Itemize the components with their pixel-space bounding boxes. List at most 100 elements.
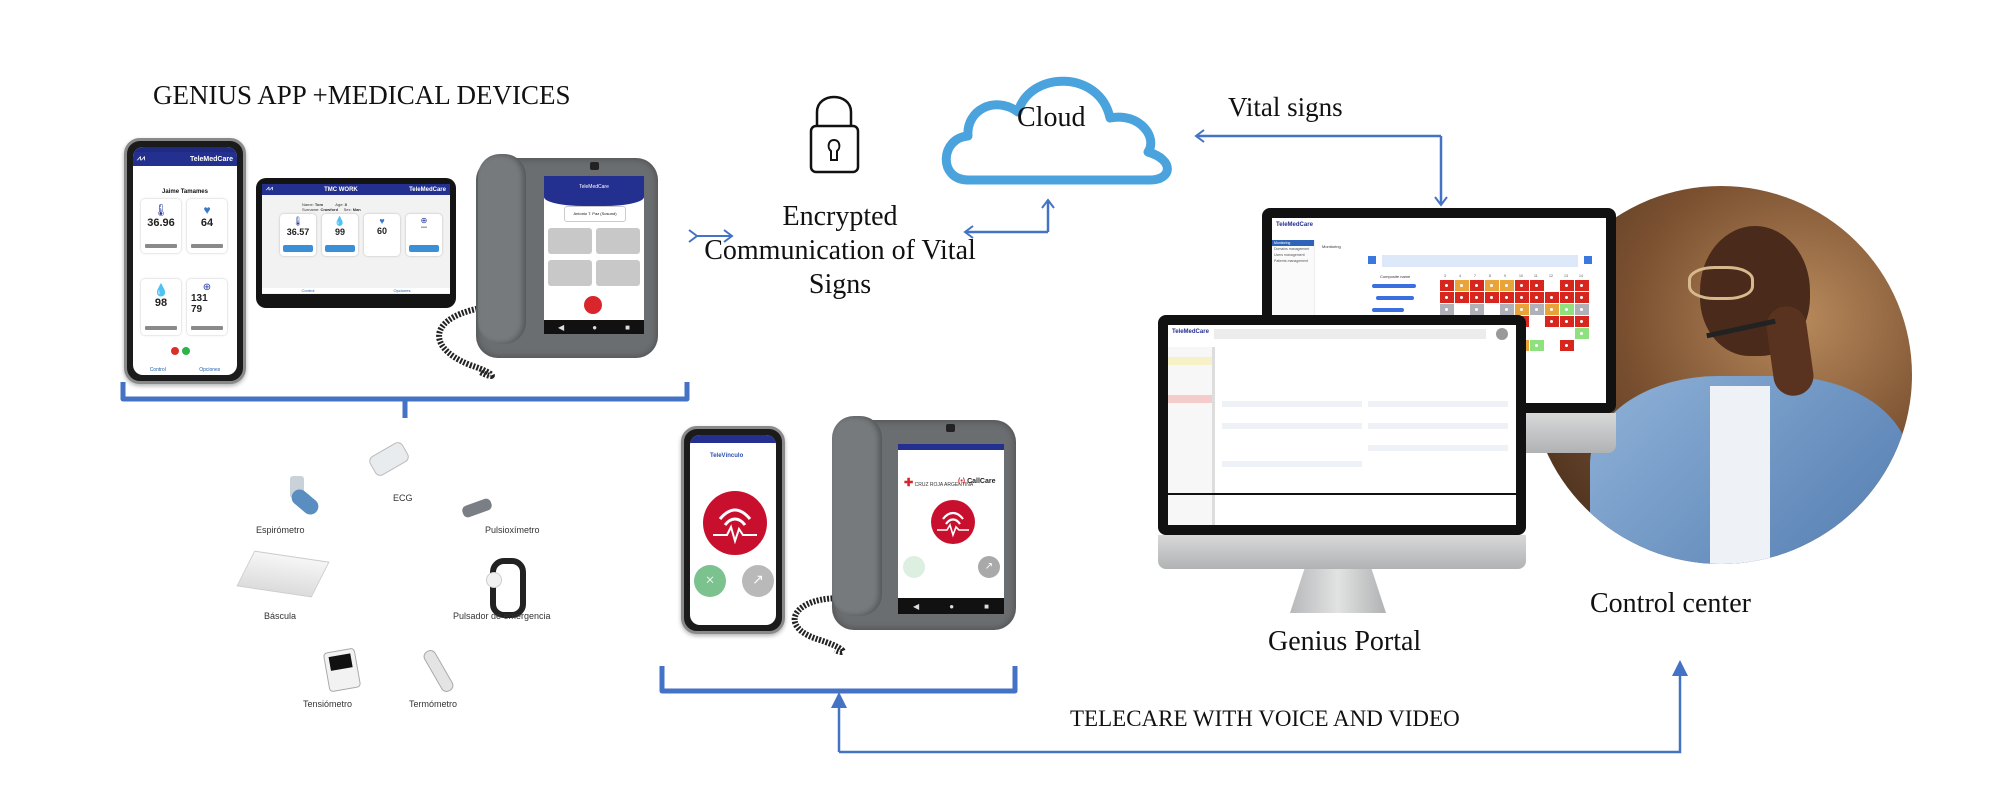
android-navbar: ◀●■ bbox=[898, 598, 1004, 614]
sidebar-item-users[interactable]: Users management bbox=[1274, 253, 1305, 257]
sidebar-item-monitoring[interactable]: Monitoring bbox=[1272, 240, 1314, 246]
grid-status-cell[interactable] bbox=[1515, 304, 1529, 315]
nav-control[interactable]: Control bbox=[149, 367, 166, 373]
nav-options[interactable]: Opciones bbox=[199, 367, 221, 373]
grid-status-cell[interactable] bbox=[1560, 340, 1574, 351]
grid-status-cell[interactable] bbox=[1455, 280, 1469, 291]
cloud-icon bbox=[941, 76, 1172, 185]
bracket-app-devices bbox=[120, 382, 690, 418]
grid-status-cell[interactable] bbox=[1500, 292, 1514, 303]
blood-pressure-icon: ⊕ bbox=[420, 216, 428, 225]
grid-status-cell[interactable] bbox=[1560, 280, 1574, 291]
record-sidebar bbox=[1168, 347, 1215, 525]
portal-monitor-front: TeleMedCare bbox=[1158, 315, 1526, 535]
emergency-signal-icon[interactable] bbox=[703, 491, 767, 555]
desk-phone-app: TeleMedCare Antonio T. Paz (Sosund) ◀●■ bbox=[476, 154, 658, 358]
grid-row-name[interactable] bbox=[1372, 308, 1404, 312]
camera-icon bbox=[590, 162, 599, 170]
app-brand: TeleMedCare bbox=[189, 155, 233, 163]
grid-status-cell[interactable] bbox=[1575, 328, 1589, 339]
grid-status-cell[interactable] bbox=[1485, 280, 1499, 291]
grid-status-cell[interactable] bbox=[1545, 316, 1559, 327]
search-bar[interactable] bbox=[1214, 329, 1486, 339]
nav-options[interactable]: Opciones bbox=[393, 288, 411, 293]
grid-status-cell[interactable] bbox=[1515, 280, 1529, 291]
encryption-label: Encrypted Communication of Vital Signs bbox=[690, 200, 990, 302]
bottom-nav: Control Opciones bbox=[133, 367, 237, 373]
grid-status-cell[interactable] bbox=[1530, 280, 1544, 291]
vital-card-heart-rate[interactable]: ♥ 64 bbox=[187, 199, 227, 253]
hangup-button[interactable] bbox=[171, 347, 179, 355]
app-logo: ⩘⩘ bbox=[137, 155, 145, 162]
tablet-vital-spo2[interactable]: 💧 99 bbox=[322, 214, 358, 256]
prev-button[interactable] bbox=[1368, 256, 1376, 264]
grid-status-cell[interactable] bbox=[1575, 280, 1589, 291]
grid-status-cell[interactable] bbox=[1530, 292, 1544, 303]
blood-pressure-icon: ⊕ bbox=[202, 282, 212, 293]
grid-col-label: 9 bbox=[1504, 274, 1506, 278]
arrow-up-right-icon[interactable]: ↗ bbox=[742, 565, 774, 597]
grid-col-label: 11 bbox=[1534, 274, 1538, 278]
grid-status-cell[interactable] bbox=[1440, 292, 1454, 303]
blood-pressure-monitor-icon bbox=[322, 647, 362, 693]
sidebar-item-domains[interactable]: Domains management bbox=[1274, 247, 1310, 251]
grid-status-cell[interactable] bbox=[1515, 292, 1529, 303]
tablet-vital-heart-rate[interactable]: ♥ 60 bbox=[364, 214, 400, 256]
glasses bbox=[1688, 266, 1754, 300]
grid-status-cell[interactable] bbox=[1500, 280, 1514, 291]
grid-row-name[interactable] bbox=[1376, 296, 1414, 300]
vital-card-spo2[interactable]: 💧 98 bbox=[141, 279, 181, 335]
encryption-label-line-2: Communication of Vital bbox=[704, 235, 976, 266]
close-icon[interactable]: × bbox=[694, 565, 726, 597]
user-avatar[interactable] bbox=[1496, 328, 1508, 340]
grid-status-cell[interactable] bbox=[1485, 292, 1499, 303]
sidebar-item-patients[interactable]: Patients management bbox=[1274, 259, 1309, 263]
reject-button[interactable] bbox=[903, 556, 925, 578]
android-navbar: ◀●■ bbox=[544, 320, 644, 334]
vital-card-temperature[interactable]: 🌡 36.96 bbox=[141, 199, 181, 253]
grid-status-cell[interactable] bbox=[1455, 292, 1469, 303]
grid-status-cell[interactable] bbox=[1470, 304, 1484, 315]
grid-status-cell[interactable] bbox=[1575, 292, 1589, 303]
emergency-button-icon bbox=[490, 558, 526, 618]
desk-vital-pressure[interactable] bbox=[596, 228, 640, 254]
grid-status-cell[interactable] bbox=[1545, 292, 1559, 303]
grid-status-cell[interactable] bbox=[1545, 304, 1559, 315]
desk-vital-spo2[interactable] bbox=[548, 260, 592, 286]
grid-status-cell[interactable] bbox=[1575, 316, 1589, 327]
grid-row-name[interactable] bbox=[1372, 284, 1416, 288]
grid-status-cell[interactable] bbox=[1560, 316, 1574, 327]
portal-logo: TeleMedCare bbox=[1172, 329, 1209, 335]
next-button[interactable] bbox=[1584, 256, 1592, 264]
grid-status-cell[interactable] bbox=[1470, 280, 1484, 291]
grid-status-cell[interactable] bbox=[1530, 304, 1544, 315]
encryption-label-line-1: Encrypted bbox=[782, 201, 898, 232]
tablet-bottom-nav: Control Opciones bbox=[262, 288, 450, 293]
video-call-button[interactable] bbox=[182, 347, 190, 355]
grid-col-label: 7 bbox=[1474, 274, 1476, 278]
grid-status-cell[interactable] bbox=[1440, 280, 1454, 291]
arrow-up-right-icon[interactable]: ↗ bbox=[978, 556, 1000, 578]
desk-vital-pulse[interactable] bbox=[596, 260, 640, 286]
portal-logo: TeleMedCare bbox=[1276, 222, 1313, 228]
call-buttons bbox=[171, 347, 190, 355]
emergency-signal-icon[interactable] bbox=[931, 500, 975, 544]
grid-status-cell[interactable] bbox=[1560, 304, 1574, 315]
tablet-title: TMC WORK bbox=[324, 186, 358, 193]
tablet-vital-blood-pressure[interactable]: ⊕ --- bbox=[406, 214, 442, 256]
grid-status-cell[interactable] bbox=[1470, 292, 1484, 303]
arrow-telecare-loop bbox=[839, 660, 1688, 754]
desk-vital-temperature[interactable] bbox=[548, 228, 592, 254]
grid-status-cell[interactable] bbox=[1500, 304, 1514, 315]
grid-status-cell[interactable] bbox=[1530, 340, 1544, 351]
emergency-signal-icon[interactable] bbox=[584, 296, 602, 314]
grid-status-cell[interactable] bbox=[1575, 304, 1589, 315]
grid-status-cell[interactable] bbox=[1560, 292, 1574, 303]
grid-status-cell[interactable] bbox=[1440, 304, 1454, 315]
nav-control[interactable]: Control bbox=[301, 288, 315, 293]
tablet-vital-temperature[interactable]: 🌡 36.57 bbox=[280, 214, 316, 256]
vital-card-blood-pressure[interactable]: ⊕ 131 79 bbox=[187, 279, 227, 335]
patient-name: Jaime Tamames bbox=[162, 189, 208, 195]
